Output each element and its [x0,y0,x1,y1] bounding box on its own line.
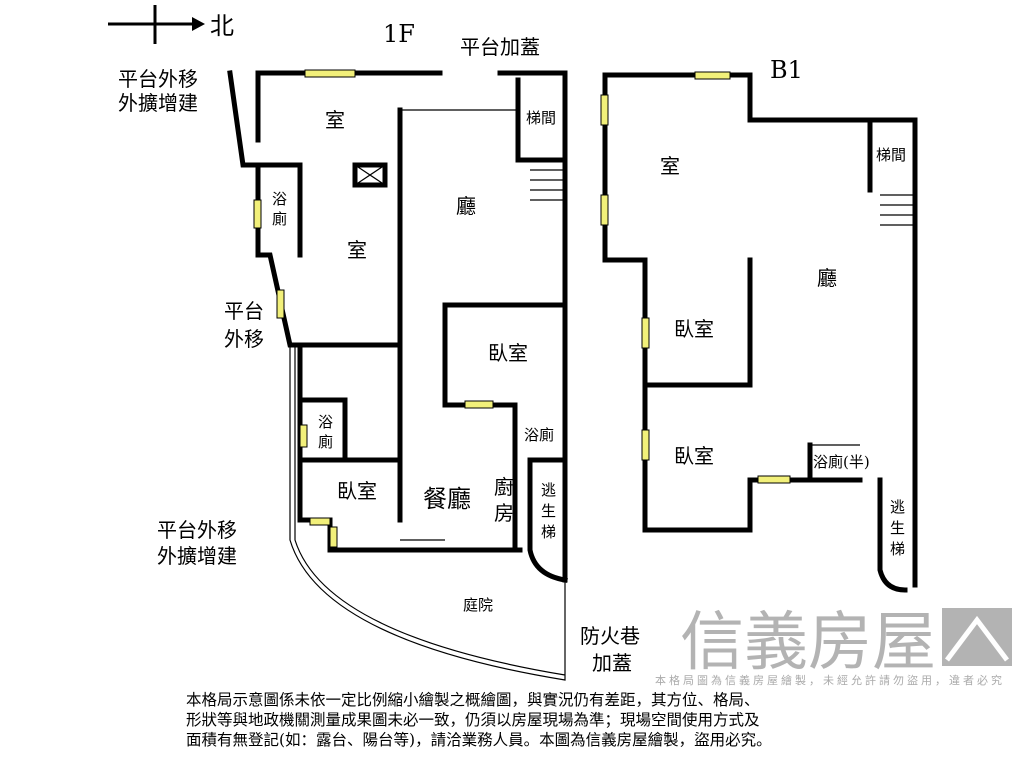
label-platform-move-2: 外移 [224,327,264,351]
compass-label: 北 [210,12,234,40]
disclaimer-line: 形狀等與地政機關測量成果圖未必一致，仍須以房屋現場為準；現場空間使用方式及 [186,711,760,729]
disclaimer-line: 面積有無登記(如：露台、陽台等)，請洽業務人員。本圖為信義房屋繪製，盜用必究。 [186,731,772,749]
label-kitchen-2: 房 [494,501,514,525]
label-bedroom-b1-2: 臥室 [674,444,714,468]
floor-b1-walls [600,71,918,593]
label-escape-b1-2: 生 [890,519,905,537]
floor-1f-walls [227,69,568,681]
label-living-1f: 廳 [456,194,476,218]
label-garden: 庭院 [463,596,493,614]
label-half-bath: 浴廁(半) [813,453,870,471]
label-kitchen-1: 廚 [494,475,514,499]
label-escape-1f-2: 生 [541,502,556,520]
label-platform-move-1: 平台 [224,299,264,323]
label-living-b1: 廳 [817,266,837,290]
label-bath-left-2: 廁 [272,210,287,228]
label-platform-addon: 平台加蓋 [460,35,540,59]
label-room-top: 室 [325,108,345,132]
label-fire-lane-2: 加蓋 [592,651,632,675]
label-bedroom-right-1f: 臥室 [488,341,528,365]
label-dining: 餐廳 [423,485,471,513]
label-escape-1f-3: 梯 [541,523,556,541]
watermark-brand: 信義房屋 [680,606,936,680]
watermark: 信義房屋 本格局圖為信義房屋繪製，未經允許請勿盜用，違者必究 [655,606,1012,687]
label-escape-1f-1: 逃 [541,481,556,499]
label-platform-move-bottom-1: 平台外移 [157,518,237,542]
disclaimer-line: 本格局示意圖係未依一定比例縮小繪製之概繪圖，與實況仍有差距，其方位、格局、 [186,691,760,709]
north-arrow-icon [108,5,205,44]
label-room-mid: 室 [347,238,367,262]
brand-logo-icon [942,608,1012,666]
label-stairwell-1f: 梯間 [526,109,556,127]
label-platform-move-top-2: 外擴增建 [118,91,198,115]
label-escape-b1-3: 梯 [890,540,905,558]
label-stairwell-b1: 梯間 [876,146,906,164]
floor-1f-title: 1F [383,20,415,48]
label-bath-lower-1: 浴 [318,413,333,431]
label-room-b1: 室 [660,154,680,178]
disclaimer: 本格局示意圖係未依一定比例縮小繪製之概繪圖，與實況仍有差距，其方位、格局、 形狀… [186,690,926,750]
label-bath-left-1: 浴 [272,190,287,208]
label-bedroom-b1-1: 臥室 [674,317,714,341]
label-bedroom-lower-1f: 臥室 [337,479,377,503]
floor-b1-title: B1 [770,56,803,84]
watermark-notice: 本格局圖為信義房屋繪製，未經允許請勿盜用，違者必究 [655,673,1005,687]
label-platform-move-top-1: 平台外移 [118,67,198,91]
label-bath-lower-2: 廁 [318,433,333,451]
label-fire-lane-1: 防火巷 [580,624,640,648]
label-platform-move-bottom-2: 外擴增建 [157,544,237,568]
label-bath-right: 浴廁 [524,426,554,444]
label-escape-b1-1: 逃 [890,498,905,516]
